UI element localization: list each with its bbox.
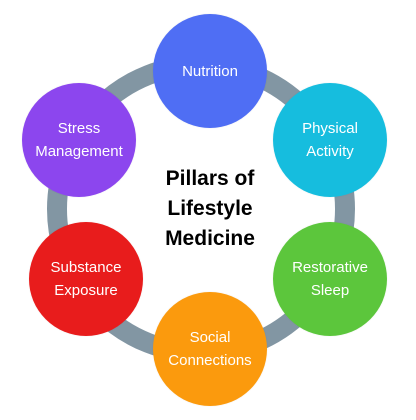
pillar-physical-activity-label-line-2: Activity: [306, 143, 354, 160]
pillar-nutrition-label-line-1: Nutrition: [182, 62, 238, 80]
center-title-line-2: Lifestyle: [167, 197, 253, 220]
pillar-restorative-sleep-label-line-1: Restorative: [292, 259, 368, 276]
pillar-physical-activity: Physical Activity: [273, 83, 387, 197]
pillar-stress-management-label-line-1: Stress: [57, 120, 101, 137]
center-title-line-1: Pillars of: [165, 167, 255, 190]
pillar-substance-exposure-label-line-1: Substance: [50, 259, 122, 276]
pillar-restorative-sleep-label-line-2: Sleep: [310, 282, 350, 299]
pillar-nutrition: Nutrition: [153, 14, 267, 128]
pillar-social-connections-label-line-1: Social: [189, 329, 231, 346]
pillar-stress-management: Stress Management: [22, 83, 136, 197]
pillar-restorative-sleep: Restorative Sleep: [273, 222, 387, 336]
pillar-social-connections-label-line-2: Connections: [168, 352, 252, 369]
pillar-stress-management-label-line-2: Management: [35, 143, 123, 160]
center-title: Pillars of Lifestyle Medicine: [140, 164, 280, 254]
pillar-substance-exposure: Substance Exposure: [29, 222, 143, 336]
pillar-substance-exposure-label-line-2: Exposure: [54, 282, 118, 299]
pillar-social-connections: Social Connections: [153, 292, 267, 406]
center-title-line-3: Medicine: [165, 227, 255, 250]
pillar-physical-activity-label-line-1: Physical: [302, 120, 358, 137]
